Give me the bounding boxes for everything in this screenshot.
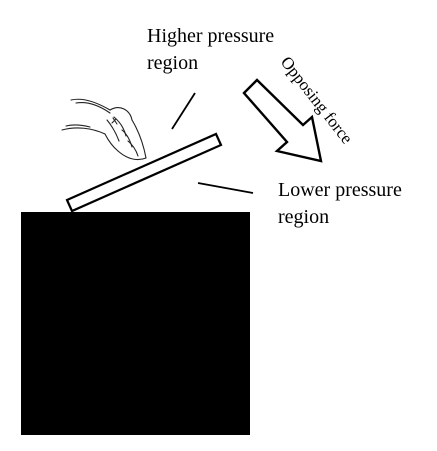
arrow-icon <box>242 78 323 163</box>
hand-icon <box>61 98 147 161</box>
black-block <box>21 212 250 435</box>
lower-pressure-leader <box>197 182 254 194</box>
higher-pressure-label-line2: region <box>147 52 198 74</box>
tilted-plate <box>65 132 223 213</box>
higher-pressure-label-line1: Higher pressure <box>147 25 274 47</box>
lower-pressure-label-line1: Lower pressure <box>278 179 402 201</box>
higher-pressure-leader <box>171 92 196 130</box>
lower-pressure-label-line2: region <box>278 206 329 228</box>
